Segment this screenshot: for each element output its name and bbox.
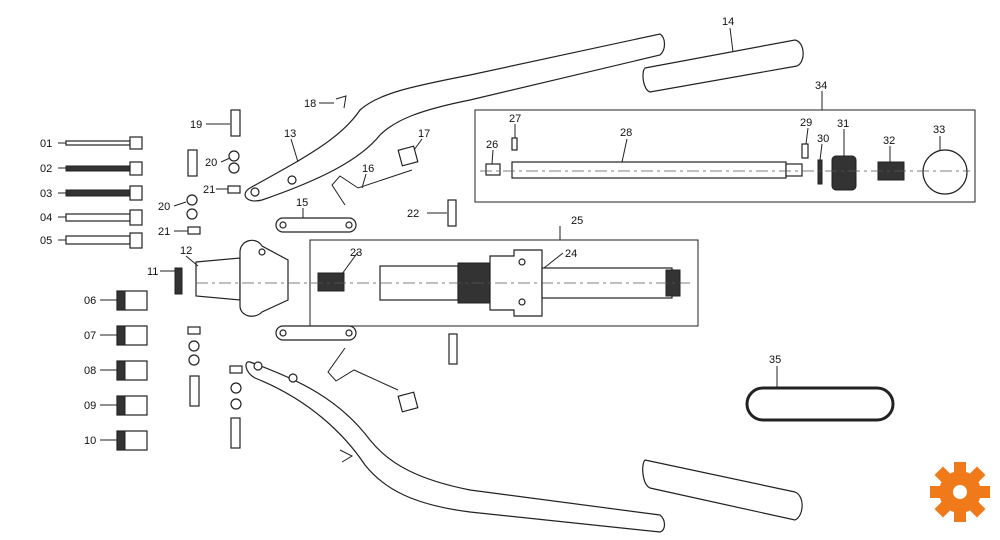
- label-21a: 21: [203, 184, 215, 196]
- label-10: 10: [84, 435, 96, 447]
- label-22: 22: [407, 208, 419, 220]
- label-04: 04: [40, 212, 52, 224]
- label-23: 23: [350, 247, 362, 259]
- label-02: 02: [40, 163, 52, 175]
- label-05: 05: [40, 235, 52, 247]
- label-31: 31: [837, 118, 849, 130]
- screws-06-10: [116, 290, 148, 451]
- label-19: 19: [190, 119, 202, 131]
- label-03: 03: [40, 188, 52, 200]
- spring-lower: [327, 347, 399, 391]
- label-01: 01: [40, 138, 52, 150]
- label-29: 29: [800, 117, 812, 129]
- pin-22: [447, 199, 457, 227]
- upper-handle-13: [244, 33, 666, 202]
- lower-grip: [642, 459, 803, 521]
- pin-lower-22: [448, 333, 458, 365]
- leader-lines: [58, 27, 941, 441]
- assembly-box-25: [309, 239, 699, 327]
- label-24: 24: [565, 248, 577, 260]
- spring-block-17: [397, 145, 419, 167]
- label-20a: 20: [205, 157, 217, 169]
- lower-handle: [245, 361, 666, 533]
- label-09: 09: [84, 400, 96, 412]
- label-32: 32: [883, 135, 895, 147]
- seal-ring-35: [745, 386, 895, 422]
- head-assembly: [174, 239, 289, 317]
- gear-icon: [930, 462, 990, 522]
- spring-block-lower: [397, 391, 419, 413]
- label-28: 28: [620, 127, 632, 139]
- label-25: 25: [571, 215, 583, 227]
- label-12: 12: [180, 245, 192, 257]
- assembly-box-34: [474, 109, 976, 203]
- label-14: 14: [722, 16, 734, 28]
- spring-16: [331, 169, 413, 206]
- callout-labels: 01 02 03 04 05 06 07 08 09 10 11 12 13 1…: [40, 16, 945, 447]
- bolts-01-05: [65, 136, 143, 249]
- label-06: 06: [84, 295, 96, 307]
- label-21b: 21: [158, 226, 170, 238]
- label-07: 07: [84, 330, 96, 342]
- label-17: 17: [418, 128, 430, 140]
- label-08: 08: [84, 365, 96, 377]
- pin-lower: [339, 449, 354, 463]
- upper-grip-14: [642, 39, 804, 93]
- label-35: 35: [769, 354, 781, 366]
- label-20b: 20: [158, 201, 170, 213]
- label-30: 30: [817, 133, 829, 145]
- label-26: 26: [486, 139, 498, 151]
- label-16: 16: [362, 163, 374, 175]
- label-18: 18: [304, 98, 316, 110]
- label-13: 13: [284, 128, 296, 140]
- label-33: 33: [933, 124, 945, 136]
- label-15: 15: [296, 197, 308, 209]
- pump-rod-assembly: [485, 137, 968, 195]
- pins-washers: [186, 109, 243, 449]
- pin-18: [335, 95, 347, 109]
- label-34: 34: [815, 80, 827, 92]
- label-11: 11: [147, 266, 158, 278]
- link-plates-15: [275, 217, 357, 341]
- label-27: 27: [509, 113, 521, 125]
